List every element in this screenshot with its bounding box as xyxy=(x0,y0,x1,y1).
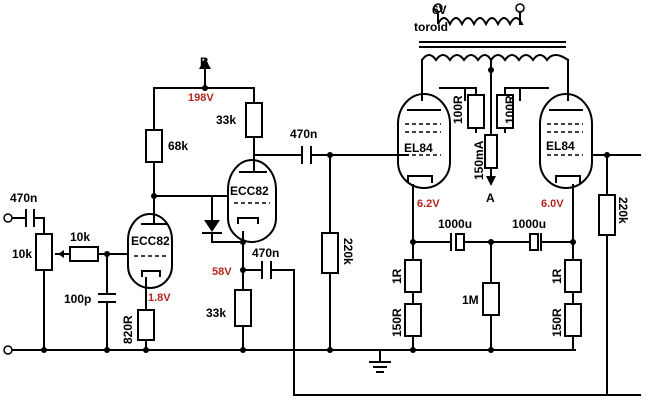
tube-v3-el84 xyxy=(397,93,451,189)
plate-resistor-68k xyxy=(145,129,163,163)
screen-resistor-100r-right xyxy=(496,94,514,129)
grid-resistor-220k xyxy=(321,232,339,274)
pot-wiper-arrow-icon xyxy=(58,250,64,258)
tube-v2-ecc82 xyxy=(227,159,277,243)
tube-v1-ecc82 xyxy=(127,207,173,289)
tube-v3-label: EL84 xyxy=(404,141,433,155)
electrolytic-capacitor-right xyxy=(529,233,542,251)
resistor-1m xyxy=(482,282,500,316)
cap-1000u-right-label: 1000u xyxy=(512,217,546,231)
grid-resistor-label: 10k xyxy=(70,230,90,244)
input-terminal xyxy=(3,213,13,223)
resistor-33k-bottom-label: 33k xyxy=(206,306,226,320)
resistor-1r-right-label: 1R xyxy=(550,268,564,284)
feedback-cap-label: 470n xyxy=(252,246,279,260)
cathode-resistor-33k xyxy=(234,289,252,327)
coupling-cap-label: 470n xyxy=(290,127,317,141)
output-node-label: A xyxy=(486,191,495,205)
resistor-150r-right-label: 150R xyxy=(550,308,564,337)
resistor-150r-right xyxy=(564,303,582,337)
feedback-resistor-220k xyxy=(598,194,616,236)
tube-v1-label: ECC82 xyxy=(131,234,170,248)
v3-cathode-voltage: 6.2V xyxy=(417,198,440,210)
current-label: 150mA xyxy=(472,140,486,180)
v4-cathode-voltage: 6.0V xyxy=(541,198,564,210)
supply-node-label: B xyxy=(200,55,209,69)
resistor-100r-left-label: 100R xyxy=(451,95,465,124)
transformer-voltage-label: 6V xyxy=(432,3,447,17)
resistor-100r-right-label: 100R xyxy=(503,95,517,124)
input-capacitor xyxy=(25,209,35,227)
cap-100p-label: 100p xyxy=(64,292,91,306)
toroid-transformer xyxy=(419,11,570,62)
supply-voltage-label: 198V xyxy=(188,92,214,104)
grid-stopper-resistor xyxy=(69,246,99,262)
ground-terminal xyxy=(3,345,13,355)
v1-cathode-voltage: 1.8V xyxy=(148,292,171,304)
resistor-1r-left xyxy=(404,259,422,293)
resistor-820r-label: 820R xyxy=(121,315,135,344)
capacitor-100p xyxy=(98,293,116,303)
input-cap-label: 470n xyxy=(10,191,37,205)
tube-v2-label: ECC82 xyxy=(230,184,269,198)
resistor-33k-top-label: 33k xyxy=(216,113,236,127)
coupling-capacitor xyxy=(301,146,312,164)
feedback-capacitor xyxy=(261,261,272,279)
diode xyxy=(202,220,222,234)
b-plus-arrow-icon xyxy=(199,58,211,69)
resistor-1r-left-label: 1R xyxy=(390,268,404,284)
volume-pot xyxy=(35,233,53,271)
resistor-1m-label: 1M xyxy=(462,293,479,307)
resistor-220k-label: 220k xyxy=(341,238,355,265)
resistor-68k-label: 68k xyxy=(168,139,188,153)
tube-v4-label: EL84 xyxy=(546,139,575,153)
tube-v4-el84 xyxy=(539,93,593,189)
output-arrow-icon xyxy=(486,176,496,186)
cathode-resistor-820r xyxy=(137,309,155,341)
junction-dots xyxy=(41,67,610,353)
current-sense-resistor xyxy=(484,134,498,169)
electrolytic-capacitor-left xyxy=(450,233,465,251)
resistor-150r-left xyxy=(404,303,422,337)
resistor-1r-right xyxy=(564,259,582,293)
plate-resistor-33k xyxy=(245,102,263,138)
feedback-resistor-label: 220k xyxy=(616,197,630,224)
screen-resistor-100r-left xyxy=(467,94,485,129)
transformer-name-label: toroid xyxy=(414,20,448,34)
heater-terminal-right xyxy=(515,3,525,13)
resistor-150r-left-label: 150R xyxy=(390,308,404,337)
v2-cathode-voltage: 58V xyxy=(212,266,232,278)
cap-1000u-left-label: 1000u xyxy=(438,217,472,231)
pot-label: 10k xyxy=(12,247,32,261)
